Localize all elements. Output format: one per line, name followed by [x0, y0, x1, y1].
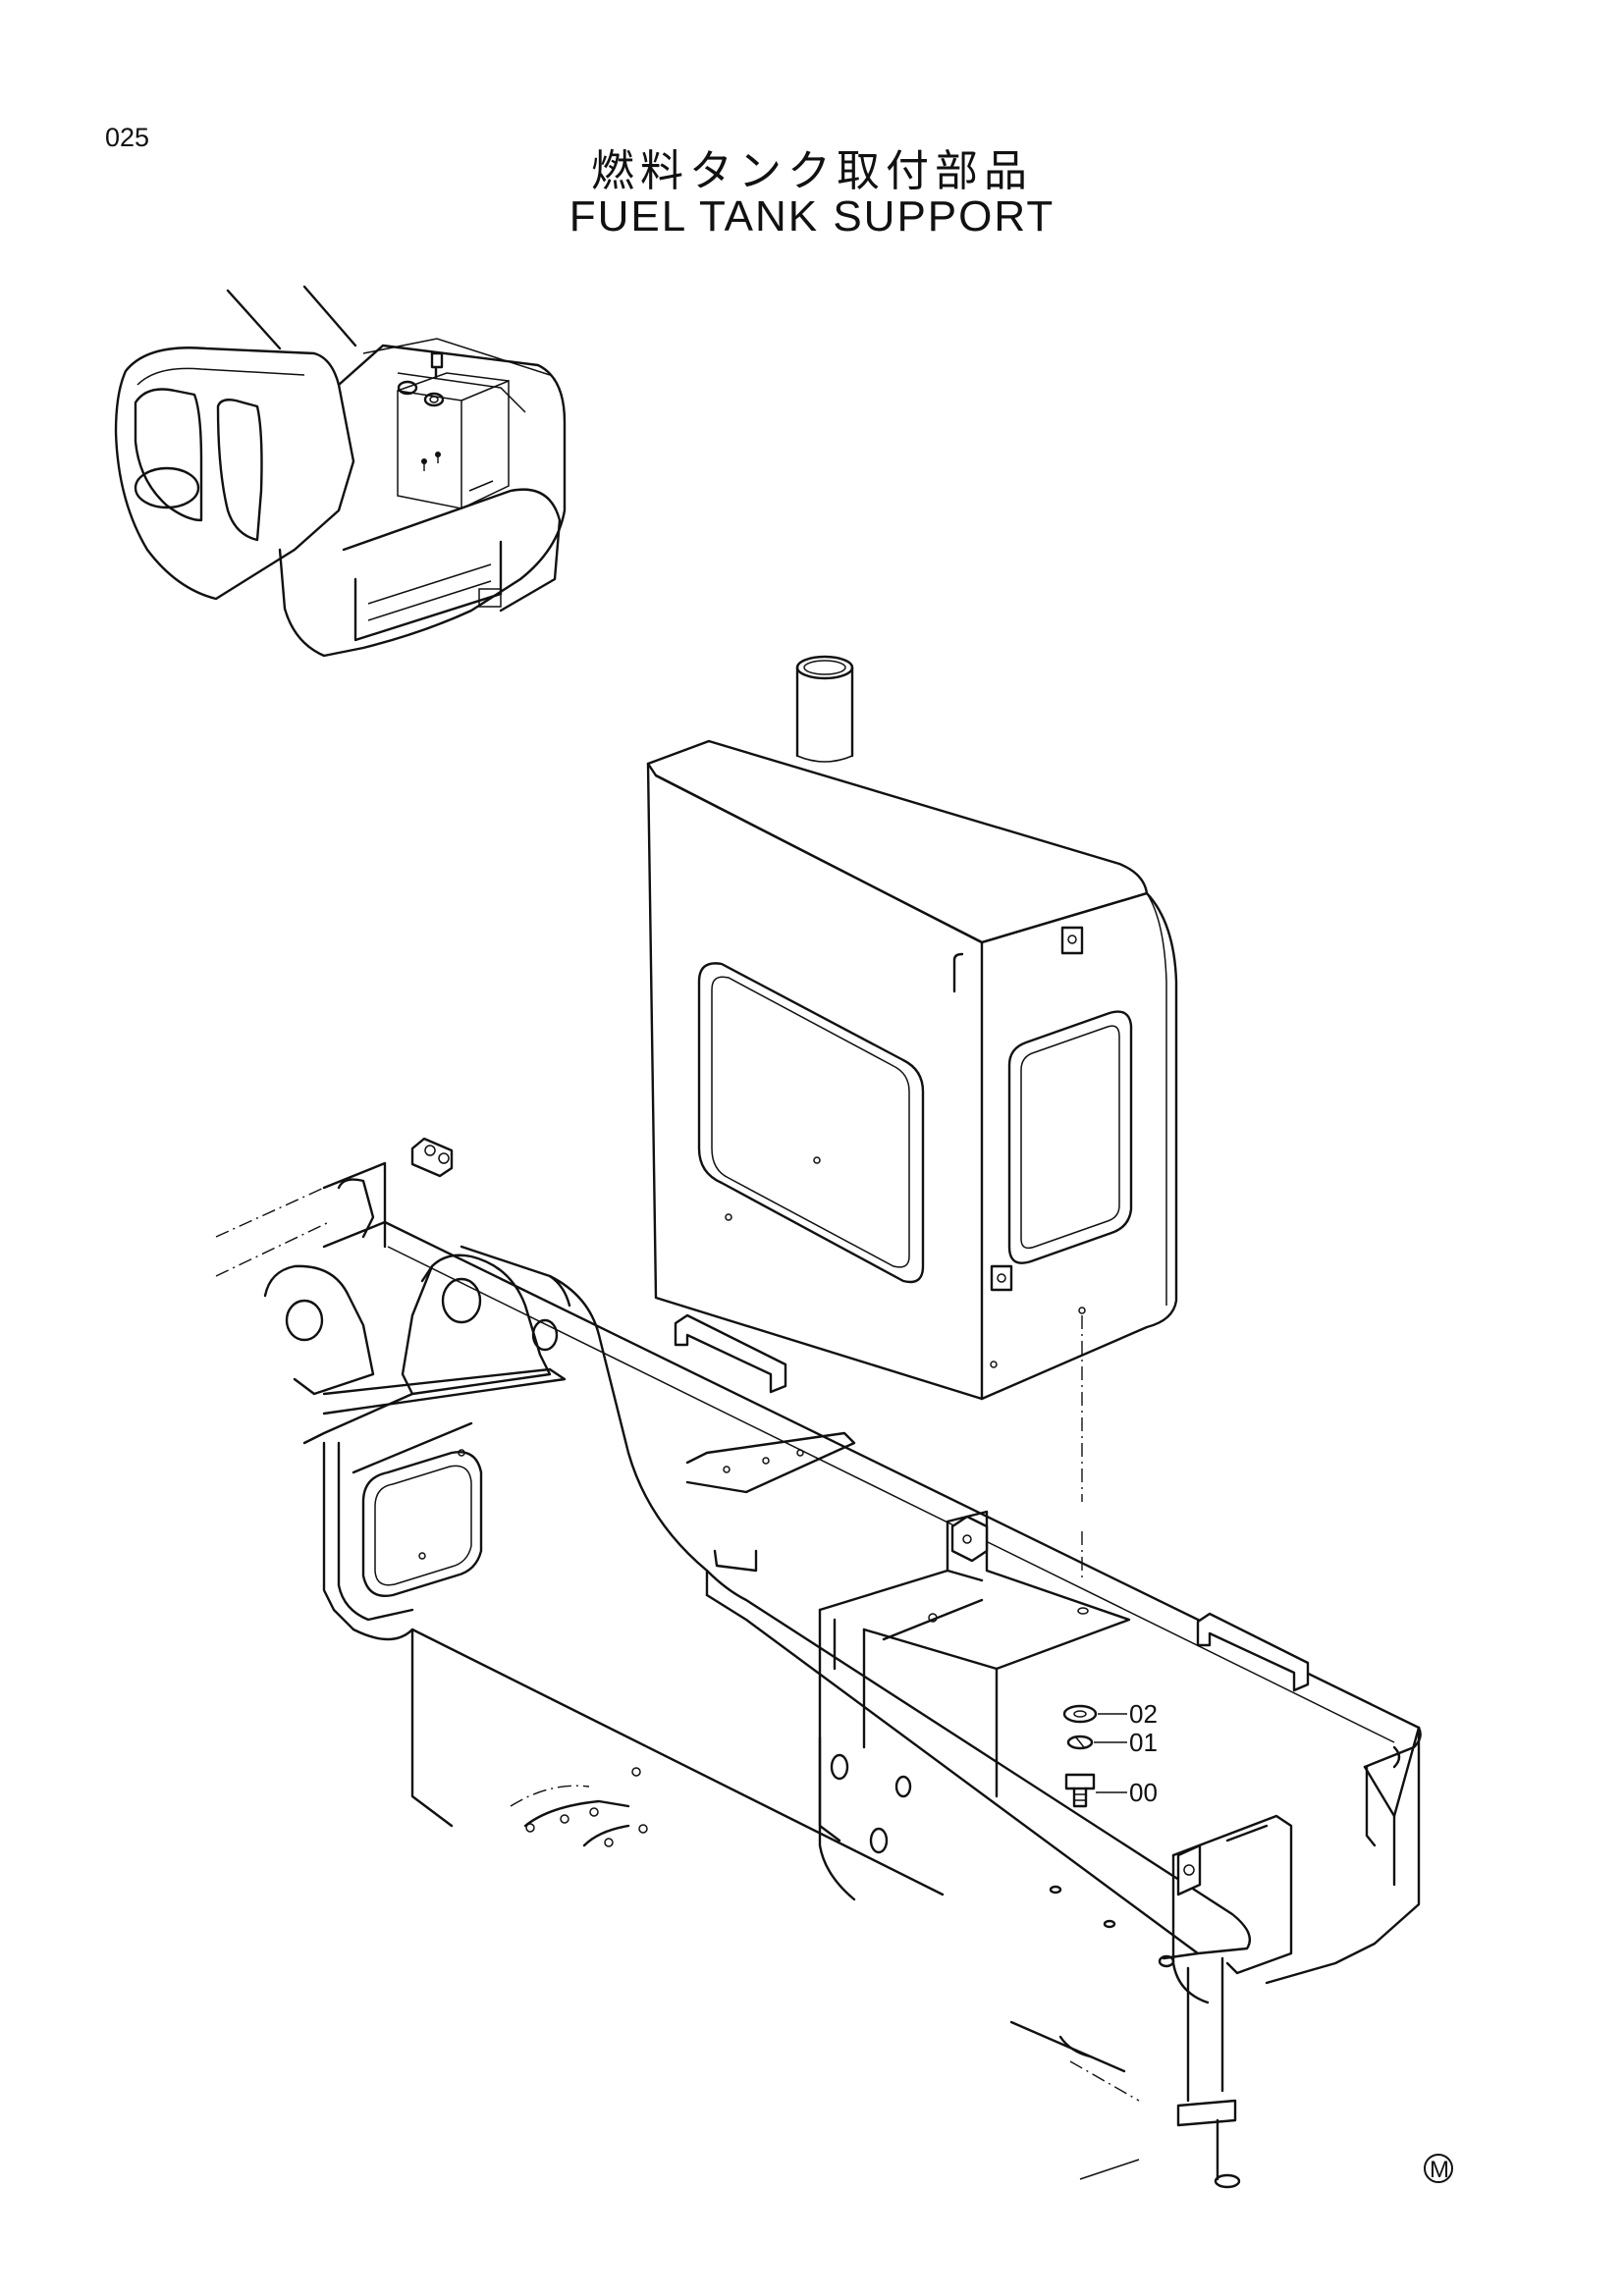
title-english: FUEL TANK SUPPORT [568, 192, 1056, 240]
callout-00: 00 [1129, 1778, 1158, 1807]
excavator-overview-inset [114, 285, 567, 658]
svg-text:M: M [1430, 2157, 1449, 2183]
upper-frame [215, 1137, 1422, 2189]
title-japanese: 燃料タンク取付部品 [591, 146, 1033, 196]
manufacturer-mark: M [1424, 2154, 1453, 2183]
page-number: 025 [105, 123, 150, 152]
fuel-tank [646, 655, 1178, 1401]
callout-01: 01 [1129, 1728, 1158, 1757]
callout-02: 02 [1129, 1699, 1158, 1729]
mounting-hardware: 02 01 00 [1062, 1315, 1158, 1808]
